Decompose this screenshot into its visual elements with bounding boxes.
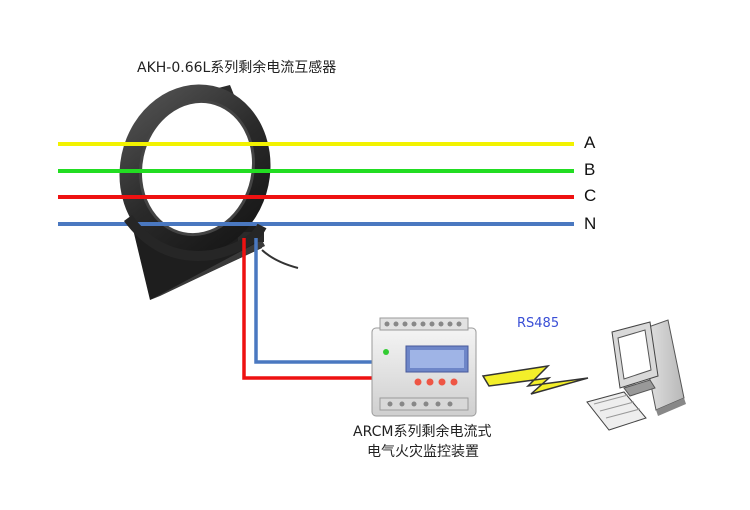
ct-front-edge — [123, 214, 267, 261]
phase-label-n: N — [584, 214, 597, 233]
signal-wire-red — [242, 238, 375, 380]
computer-icon — [586, 319, 686, 431]
monitoring-device-icon — [371, 317, 477, 417]
lightning-bolt-icon — [481, 364, 589, 395]
device-label-line1: ARCM系列剩余电流式 — [353, 424, 492, 440]
current-transformer-icon — [119, 84, 299, 300]
signal-wire-blue — [254, 238, 375, 364]
phase-label-a: A — [584, 133, 596, 152]
phase-label-c: C — [584, 186, 597, 205]
ct-title: AKH-0.66L系列剩余电流互感器 — [137, 60, 337, 76]
rs485-label: RS485 — [517, 316, 560, 331]
device-label-line2: 电气火灾监控装置 — [367, 444, 479, 460]
phase-label-b: B — [584, 160, 596, 179]
